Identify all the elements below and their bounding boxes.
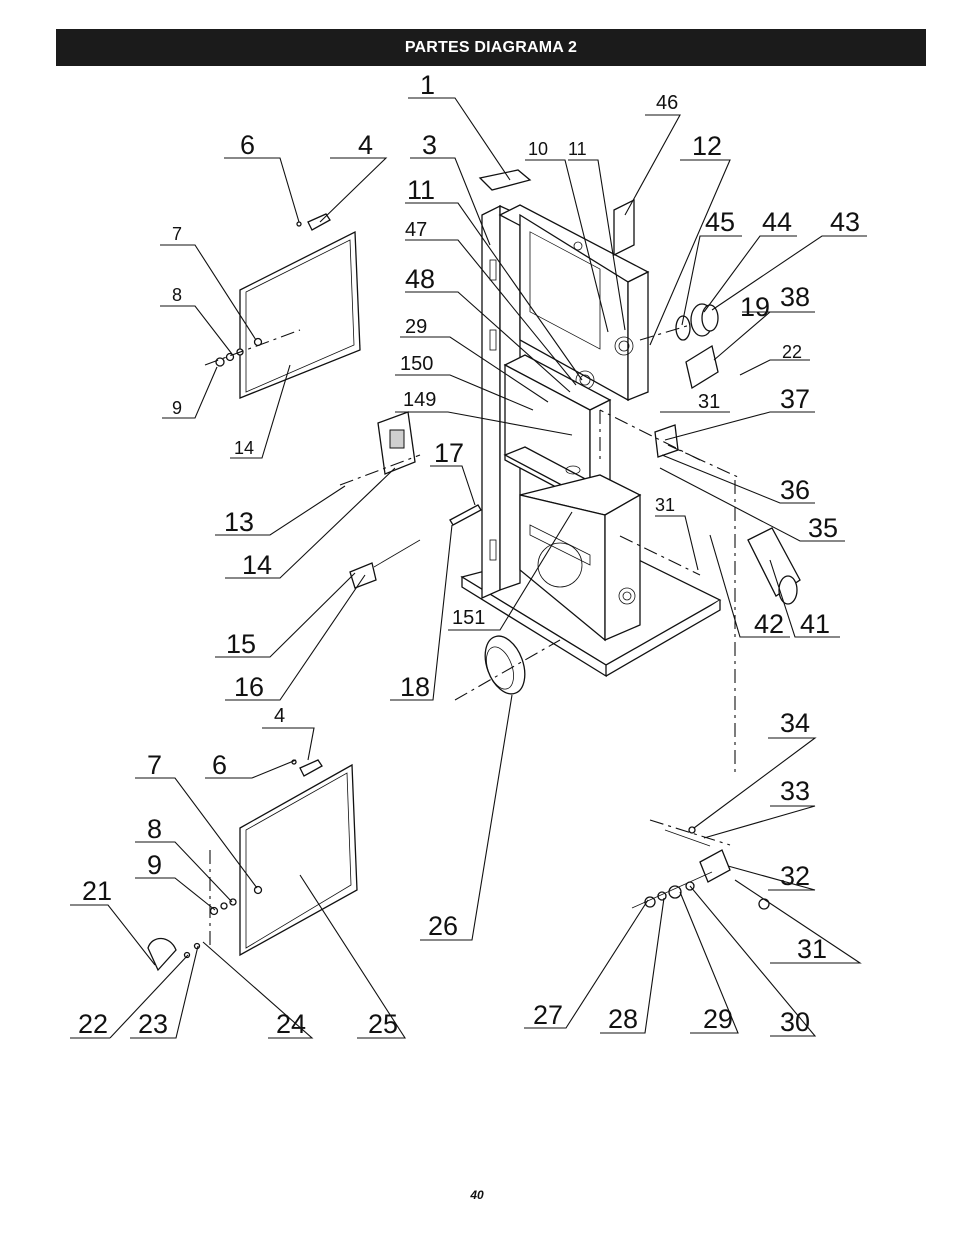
- callout-37: 37: [780, 384, 810, 414]
- callout-47: 47: [405, 219, 427, 241]
- lower-door: [239, 763, 358, 957]
- callout-150: 150: [400, 353, 433, 375]
- bandsaw-frame: [460, 204, 722, 678]
- callout-42: 42: [754, 609, 784, 639]
- callout-4: 4: [358, 130, 373, 160]
- callout-8: 8: [172, 285, 182, 305]
- callout-numbers: 1 6 4 3 46 10 11 12 7 11 47 45 44 43 8 4…: [78, 70, 860, 1039]
- page-title: PARTES DIAGRAMA 2: [404, 38, 578, 56]
- callout-36: 36: [780, 475, 810, 505]
- callout-11: 11: [568, 139, 587, 159]
- callout-35: 35: [808, 513, 838, 543]
- page-number: 40: [470, 1188, 484, 1202]
- callout-21: 21: [82, 876, 112, 906]
- callout-33: 33: [780, 776, 810, 806]
- callout-3: 3: [422, 130, 437, 160]
- callout-29: 29: [405, 316, 427, 338]
- callout-43: 43: [830, 207, 860, 237]
- callout-45: 45: [705, 207, 735, 237]
- callout-23: 23: [138, 1009, 168, 1039]
- callout-25: 25: [368, 1009, 398, 1039]
- callout-9: 9: [147, 850, 162, 880]
- callout-41: 41: [800, 609, 830, 639]
- callout-10: 10: [528, 139, 548, 159]
- callout-9: 9: [172, 398, 182, 418]
- callout-6: 6: [212, 750, 227, 780]
- callout-24: 24: [276, 1009, 306, 1039]
- callout-leaders: [70, 97, 867, 1039]
- callout-7: 7: [147, 750, 162, 780]
- callout-149: 149: [403, 389, 436, 411]
- callout-6: 6: [240, 130, 255, 160]
- callout-7: 7: [172, 224, 182, 244]
- assembly-lines: [204, 324, 741, 950]
- callout-8: 8: [147, 814, 162, 844]
- small-parts: [147, 169, 801, 972]
- callout-18: 18: [400, 672, 430, 702]
- callout-34: 34: [780, 708, 810, 738]
- callout-29: 29: [703, 1004, 733, 1034]
- callout-38: 38: [780, 282, 810, 312]
- callout-22: 22: [782, 342, 802, 362]
- upper-door: [239, 230, 361, 399]
- callout-14: 14: [234, 438, 254, 458]
- callout-1: 1: [420, 70, 435, 100]
- callout-13: 13: [224, 507, 254, 537]
- callout-27: 27: [533, 1000, 563, 1030]
- callout-17: 17: [434, 438, 464, 468]
- callout-22: 22: [78, 1009, 108, 1039]
- callout-14: 14: [242, 550, 272, 580]
- callout-19: 19: [740, 292, 770, 322]
- callout-28: 28: [608, 1004, 638, 1034]
- callout-31: 31: [655, 495, 675, 515]
- page-title-bar: PARTES DIAGRAMA 2: [56, 29, 926, 66]
- callout-30: 30: [780, 1007, 810, 1037]
- callout-31: 31: [797, 934, 827, 964]
- callout-151: 151: [452, 607, 485, 629]
- callout-15: 15: [226, 629, 256, 659]
- callout-4: 4: [274, 705, 285, 727]
- callout-26: 26: [428, 911, 458, 941]
- callout-16: 16: [234, 672, 264, 702]
- callout-32: 32: [780, 861, 810, 891]
- callout-31: 31: [698, 391, 720, 413]
- callout-46: 46: [656, 92, 678, 114]
- callout-48: 48: [405, 264, 435, 294]
- callout-11: 11: [407, 175, 435, 205]
- callout-12: 12: [692, 131, 722, 161]
- callout-44: 44: [762, 207, 792, 237]
